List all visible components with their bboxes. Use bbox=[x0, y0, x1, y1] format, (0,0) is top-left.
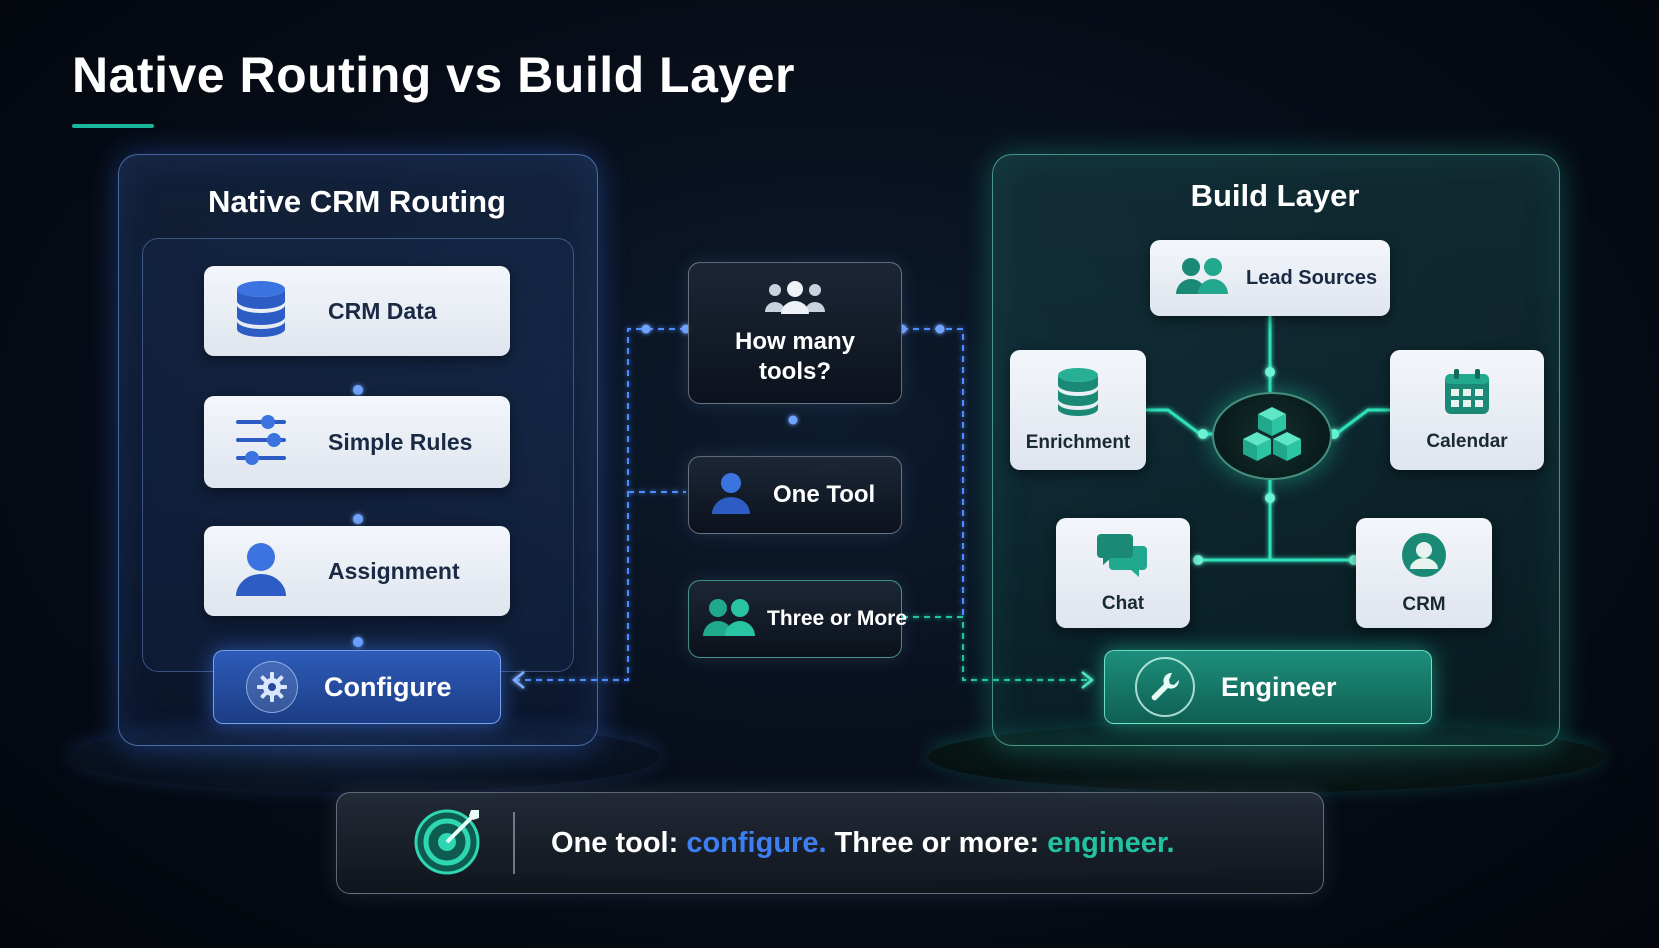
crm-label: CRM bbox=[1402, 593, 1446, 615]
three-or-more-option: Three or More bbox=[688, 580, 907, 658]
lead-sources-node: Lead Sources bbox=[1150, 240, 1390, 316]
title-underline bbox=[72, 124, 154, 128]
summary-engineer-word: engineer. bbox=[1047, 826, 1175, 859]
calendar-icon bbox=[1443, 368, 1491, 421]
simple-rules-card: Simple Rules bbox=[204, 396, 510, 488]
users-icon bbox=[703, 597, 757, 642]
enrichment-node: Enrichment bbox=[1010, 350, 1146, 470]
one-tool-option: One Tool bbox=[688, 456, 902, 534]
target-icon bbox=[413, 806, 483, 881]
native-routing-title: Native CRM Routing bbox=[208, 184, 506, 219]
hub-node bbox=[1212, 392, 1332, 480]
build-layer-title: Build Layer bbox=[1190, 178, 1360, 213]
crm-data-label: CRM Data bbox=[328, 297, 437, 324]
engineer-label: Engineer bbox=[1221, 671, 1337, 702]
question-to-configure-line bbox=[516, 328, 686, 681]
enrichment-label: Enrichment bbox=[1025, 431, 1131, 453]
summary-text-part3: Three or more: bbox=[826, 826, 1048, 859]
summary-text-part1: One tool: bbox=[551, 826, 687, 859]
assignment-card: Assignment bbox=[204, 526, 510, 616]
how-many-tools-label: How many tools? bbox=[734, 327, 856, 385]
question-right-line bbox=[902, 328, 964, 616]
page-title: Native Routing vs Build Layer bbox=[72, 47, 795, 103]
crm-node: CRM bbox=[1356, 518, 1492, 628]
summary-banner: One tool: configure. Three or more: engi… bbox=[336, 792, 1324, 894]
summary-text: One tool: configure. Three or more: engi… bbox=[551, 827, 1175, 860]
gear-icon bbox=[246, 661, 298, 713]
users-icon bbox=[1176, 257, 1230, 300]
summary-configure-word: configure. bbox=[686, 826, 827, 859]
banner-divider bbox=[513, 812, 515, 874]
database-icon bbox=[234, 279, 288, 344]
users-group-icon bbox=[763, 280, 827, 319]
chat-node: Chat bbox=[1056, 518, 1190, 628]
simple-rules-label: Simple Rules bbox=[328, 428, 473, 455]
wrench-icon bbox=[1135, 657, 1195, 717]
calendar-label: Calendar bbox=[1426, 430, 1508, 452]
assignment-label: Assignment bbox=[328, 557, 460, 584]
how-many-tools-box: How many tools? bbox=[688, 262, 902, 404]
configure-label: Configure bbox=[324, 671, 452, 702]
database-icon bbox=[1056, 367, 1100, 422]
user-icon bbox=[711, 471, 751, 520]
chat-icon bbox=[1097, 532, 1149, 583]
chat-label: Chat bbox=[1101, 592, 1145, 614]
engineer-button[interactable]: Engineer bbox=[1104, 650, 1432, 724]
cubes-icon bbox=[1239, 405, 1305, 468]
three-or-more-to-engineer-line bbox=[902, 616, 1090, 681]
user-circle-icon bbox=[1400, 531, 1448, 584]
configure-button[interactable]: Configure bbox=[213, 650, 501, 724]
user-icon bbox=[234, 540, 288, 603]
three-or-more-label: Three or More bbox=[767, 607, 908, 630]
one-tool-label: One Tool bbox=[773, 481, 876, 508]
crm-data-card: CRM Data bbox=[204, 266, 510, 356]
lead-sources-label: Lead Sources bbox=[1246, 266, 1378, 289]
calendar-node: Calendar bbox=[1390, 350, 1544, 470]
sliders-icon bbox=[234, 412, 288, 473]
